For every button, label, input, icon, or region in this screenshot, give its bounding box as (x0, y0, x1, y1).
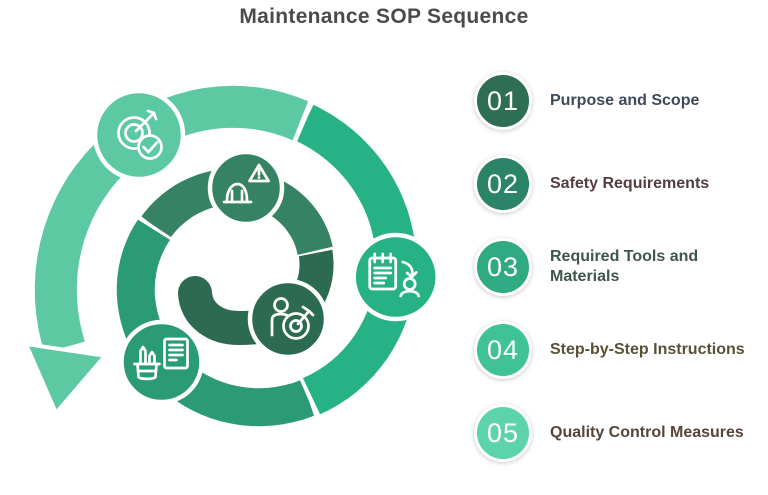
target-check-badge (92, 88, 186, 182)
step-label: Purpose and Scope (550, 91, 700, 109)
step-label: Quality Control Measures (550, 423, 744, 441)
step-label: Step-by-Step Instructions (550, 340, 745, 358)
step-label: Safety Requirements (550, 174, 710, 192)
step-number-badge: 02 (474, 155, 532, 213)
hardhat-warning-badge (207, 149, 285, 227)
flow-arrowhead (24, 342, 108, 415)
step-number-badge: 03 (474, 238, 532, 296)
step-label: Required Tools and Materials (550, 247, 699, 285)
spiral-diagram (24, 82, 440, 430)
hardhat-warning-icon (222, 163, 270, 204)
step-number-badge: 05 (474, 404, 532, 462)
list-item: 05 Quality Control Measures (474, 404, 746, 462)
page-title: Maintenance SOP Sequence (239, 5, 529, 28)
target-check-icon (117, 109, 163, 160)
person-target-icon (270, 297, 315, 340)
list-item: 03 Required Tools and Materials (474, 238, 746, 296)
spiral-path-group (24, 82, 420, 430)
list-item: 01 Purpose and Scope (474, 72, 746, 130)
step-number-badge: 01 (474, 72, 532, 130)
list-item: 04 Step-by-Step Instructions (474, 321, 746, 379)
tools-document-badge (119, 319, 204, 405)
step-list: 01 Purpose and Scope 02 Safety Requireme… (474, 72, 746, 462)
clipboard-person-icon (368, 252, 421, 298)
tools-document-icon (133, 337, 189, 381)
step-number-badge: 04 (474, 321, 532, 379)
list-item: 02 Safety Requirements (474, 155, 746, 213)
spiral-badges (92, 88, 440, 405)
